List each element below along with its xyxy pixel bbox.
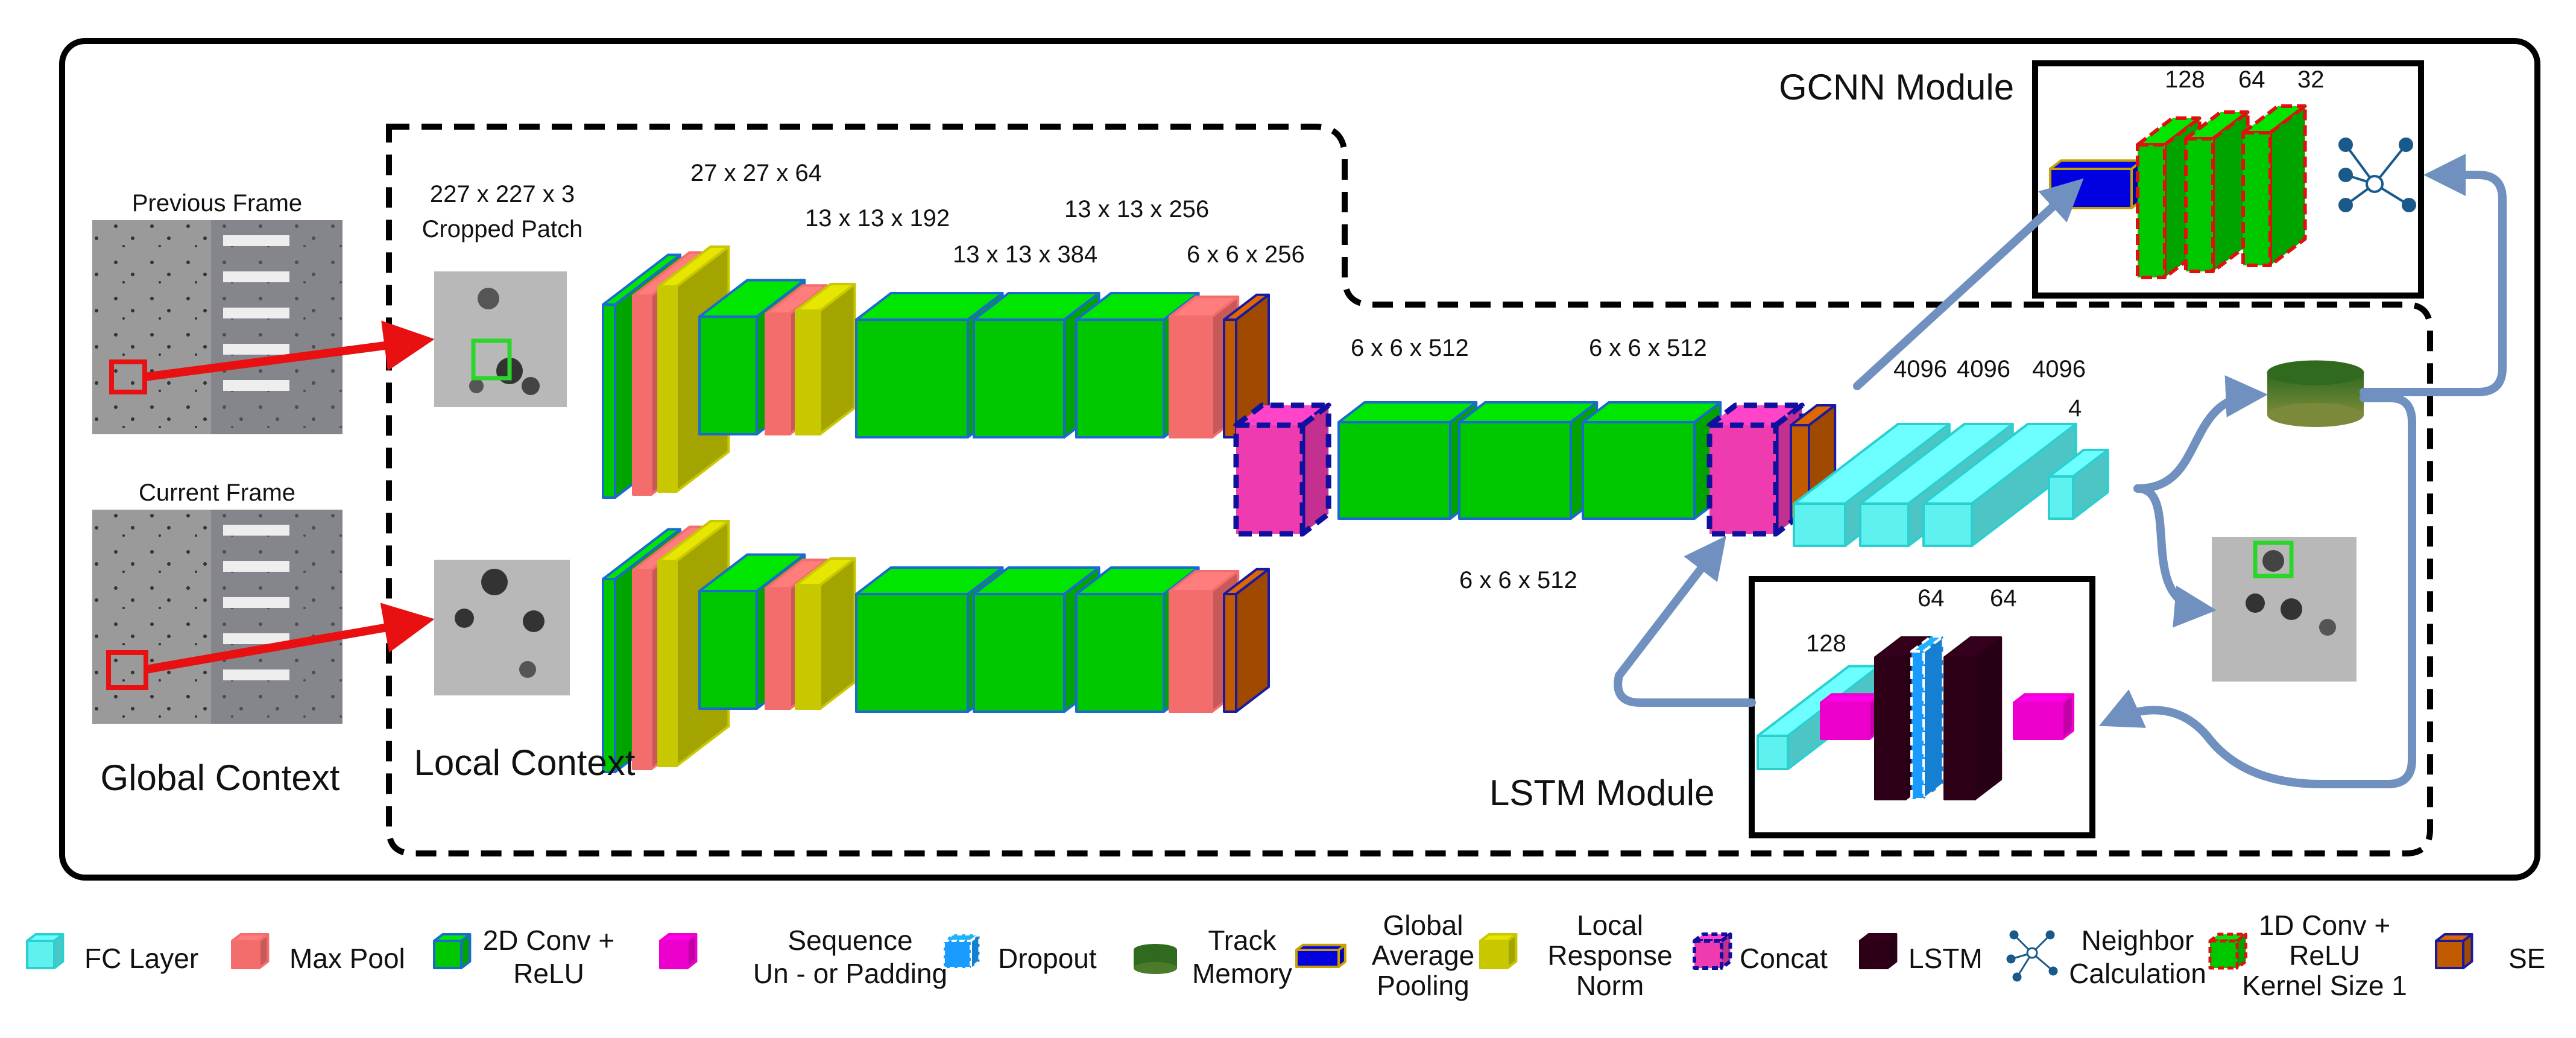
fc-conv-3	[1582, 401, 1722, 520]
legend-memory-label-2: Memory	[1192, 958, 1292, 989]
fc-conv-2	[1458, 401, 1599, 520]
legend-neighbor-label-2: Calculation	[2069, 958, 2206, 989]
legend-se-label: SE	[2508, 943, 2545, 974]
dim-6-256: 6 x 6 x 256	[1187, 241, 1305, 268]
concat-1	[1233, 402, 1331, 537]
concat-2	[1706, 402, 1805, 537]
legend-maxpool-label: Max Pool	[289, 943, 405, 974]
legend-dropout-label: Dropout	[998, 943, 1097, 974]
legend-lstm-icon	[1859, 933, 1898, 969]
gcnn-title: GCNN Module	[1779, 67, 2014, 107]
upper-lrn2	[795, 283, 856, 435]
gcnn-c3: 32	[2297, 66, 2325, 93]
lstm-dropout	[1910, 635, 1945, 800]
legend-seq-label-2: Un - or Padding	[753, 958, 947, 989]
legend-seq-icon	[659, 933, 698, 969]
legend-conv1d-label-1: 1D Conv +	[2259, 910, 2391, 941]
lstm-seq-pad-1	[1820, 693, 1881, 740]
arrow-memory-to-gcnn	[2360, 154, 2507, 396]
legend-lrn-label-2: Response	[1547, 940, 1672, 971]
fc-size-2: 4096	[1957, 356, 2010, 382]
legend-conv2d-label-2: ReLU	[513, 958, 584, 989]
fc-size-3: 4096	[2032, 356, 2086, 382]
lower-lrn2	[795, 557, 856, 710]
legend-conv1d-label-3: Kernel Size 1	[2242, 970, 2407, 1001]
arrow-to-gcnn	[1853, 178, 2084, 390]
dim-13-256: 13 x 13 x 256	[1064, 196, 1209, 223]
legend-maxpool-icon	[231, 933, 270, 969]
prev-frame-label: Previous Frame	[132, 190, 302, 217]
current-frame-image	[92, 510, 343, 724]
legend-lrn-icon	[1479, 933, 1518, 969]
arrow-fc-out-to-memory	[2133, 375, 2268, 493]
curr-frame-roi	[106, 650, 148, 690]
dim-6-512-c: 6 x 6 x 512	[1459, 567, 1577, 593]
gcnn-c2: 64	[2238, 66, 2265, 93]
fc-conv-1	[1337, 401, 1478, 520]
lstm-seq-pad-2	[2013, 693, 2074, 740]
local-context-title: Local Context	[414, 742, 636, 783]
legend-conv2d-label-1: 2D Conv +	[483, 925, 615, 956]
arrow-memory-to-lstm	[2098, 394, 2416, 788]
lstm-size-1: 64	[1918, 585, 1945, 612]
upper-se	[1223, 293, 1270, 438]
lstm-cell-2	[1943, 636, 2003, 800]
legend-lrn-label-1: Local	[1577, 910, 1643, 941]
legend-lstm-label: LSTM	[1908, 943, 1983, 974]
dim-6-512-a: 6 x 6 x 512	[1351, 335, 1469, 361]
input-desc-label: Cropped Patch	[422, 216, 583, 242]
legend-lrn-label-3: Norm	[1576, 970, 1644, 1001]
fc-size-out: 4	[2068, 395, 2082, 422]
dim-13-384: 13 x 13 x 384	[953, 241, 1097, 268]
legend-gap-icon	[1295, 943, 1346, 968]
arrow-lstm-to-concat	[1614, 536, 1756, 707]
outer-frame	[59, 38, 2540, 881]
local-context-region	[386, 124, 2433, 856]
fc-3	[1922, 423, 2077, 547]
legend-neighbor-icon	[2006, 930, 2058, 982]
predicted-patch	[2212, 537, 2357, 682]
prev-cropped-patch	[434, 271, 567, 407]
gcnn-conv1d-2	[2184, 110, 2250, 273]
lower-se	[1223, 568, 1270, 713]
legend-gap-label-3: Pooling	[1377, 970, 1469, 1001]
legend-memory-label-1: Track	[1208, 925, 1277, 956]
neighbor-calculation-icon	[2338, 138, 2416, 212]
legend-gap-label-1: Global	[1383, 910, 1463, 941]
curr-frame-label: Current Frame	[139, 479, 295, 506]
dim-13-192: 13 x 13 x 192	[805, 205, 950, 232]
legend-dropout-icon	[942, 933, 981, 969]
blue-connectors	[1614, 154, 2507, 788]
legend-fc-icon	[26, 933, 65, 969]
prev-crop-arrow	[144, 320, 435, 381]
arrow-fc-out-to-patch	[2133, 484, 2217, 628]
legend-conv1d-icon	[2208, 932, 2247, 970]
legend-gap-label-2: Average	[1372, 940, 1475, 971]
previous-frame-image	[92, 220, 343, 434]
dim-6-512-b: 6 x 6 x 512	[1589, 335, 1707, 361]
legend-neighbor-label-1: Neighbor	[2082, 925, 2194, 956]
track-memory-icon	[2267, 360, 2364, 427]
fc-size-1: 4096	[1893, 356, 1947, 382]
lstm-title: LSTM Module	[1489, 773, 1714, 813]
lstm-fc-size: 128	[1806, 630, 1846, 657]
input-size-label: 227 x 227 x 3	[430, 181, 575, 207]
legend-memory-icon	[1134, 944, 1177, 974]
legend-conv2d-icon	[433, 933, 472, 969]
curr-cropped-patch	[434, 560, 570, 695]
global-context-title: Global Context	[101, 758, 340, 798]
legend-se-icon	[2435, 933, 2473, 969]
curr-crop-arrow	[145, 603, 435, 674]
legend-conv1d-label-2: ReLU	[2289, 940, 2360, 971]
legend-fc-label: FC Layer	[84, 943, 198, 974]
fc-out	[2048, 449, 2109, 520]
legend-seq-label-1: Sequence	[788, 925, 912, 956]
gcnn-c1: 128	[2165, 66, 2205, 93]
legend-concat-icon	[1693, 932, 1732, 970]
dim-27: 27 x 27 x 64	[690, 160, 822, 186]
lstm-size-2: 64	[1990, 585, 2017, 612]
gcnn-conv1d-3	[2241, 104, 2307, 267]
legend-concat-label: Concat	[1740, 943, 1828, 974]
